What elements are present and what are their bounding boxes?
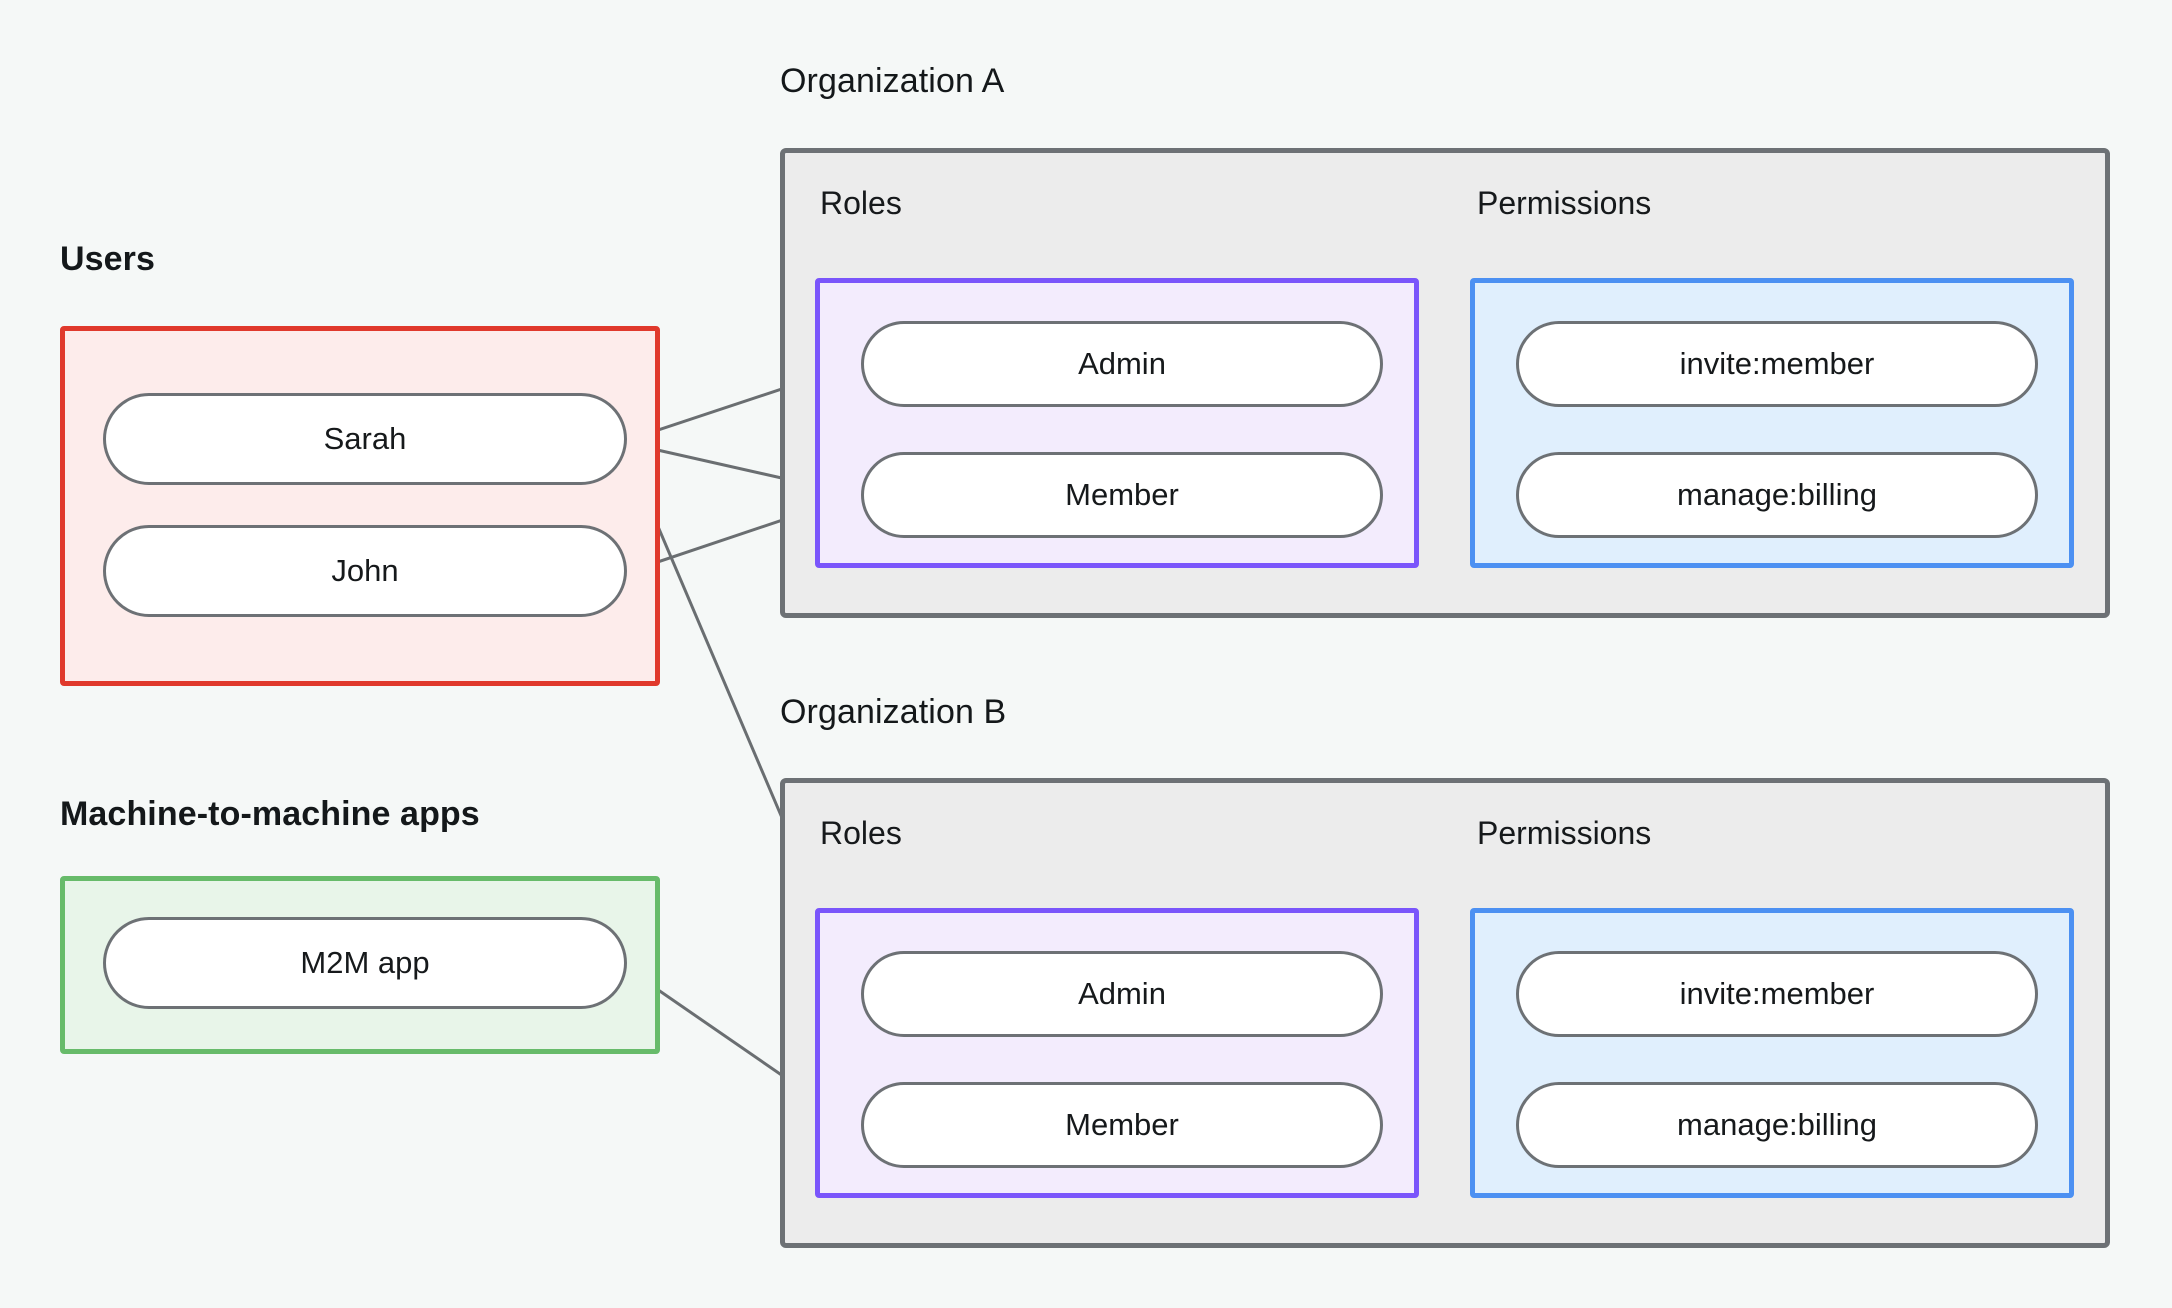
m2m-node-app[interactable]: M2M app [103,917,627,1009]
orgA-roles-container: Admin Member [815,278,1419,568]
organization-b-group: Roles Permissions Admin Member invite:me… [780,778,2110,1248]
orgB-permissions-container: invite:member manage:billing [1470,908,2074,1198]
organization-a-title: Organization A [780,62,1005,100]
orgB-role-node-admin[interactable]: Admin [861,951,1383,1037]
orgB-permission-node-manage-billing[interactable]: manage:billing [1516,1082,2038,1168]
user-node-john[interactable]: John [103,525,627,617]
orgA-role-node-member[interactable]: Member [861,452,1383,538]
m2m-section-title: Machine-to-machine apps [60,795,480,833]
orgB-roles-title: Roles [820,815,902,851]
orgB-permissions-title: Permissions [1477,815,1652,851]
user-node-sarah[interactable]: Sarah [103,393,627,485]
organization-b-title: Organization B [780,693,1007,731]
orgA-role-node-admin[interactable]: Admin [861,321,1383,407]
orgA-permissions-title: Permissions [1477,185,1652,221]
orgA-permissions-container: invite:member manage:billing [1470,278,2074,568]
m2m-group: M2M app [60,876,660,1054]
orgA-permission-node-invite-member[interactable]: invite:member [1516,321,2038,407]
orgB-permission-node-invite-member[interactable]: invite:member [1516,951,2038,1037]
orgA-permission-node-manage-billing[interactable]: manage:billing [1516,452,2038,538]
orgB-role-node-member[interactable]: Member [861,1082,1383,1168]
organization-a-group: Roles Permissions Admin Member invite:me… [780,148,2110,618]
orgB-roles-container: Admin Member [815,908,1419,1198]
users-group: Sarah John [60,326,660,686]
orgA-roles-title: Roles [820,185,902,221]
users-section-title: Users [60,240,156,278]
